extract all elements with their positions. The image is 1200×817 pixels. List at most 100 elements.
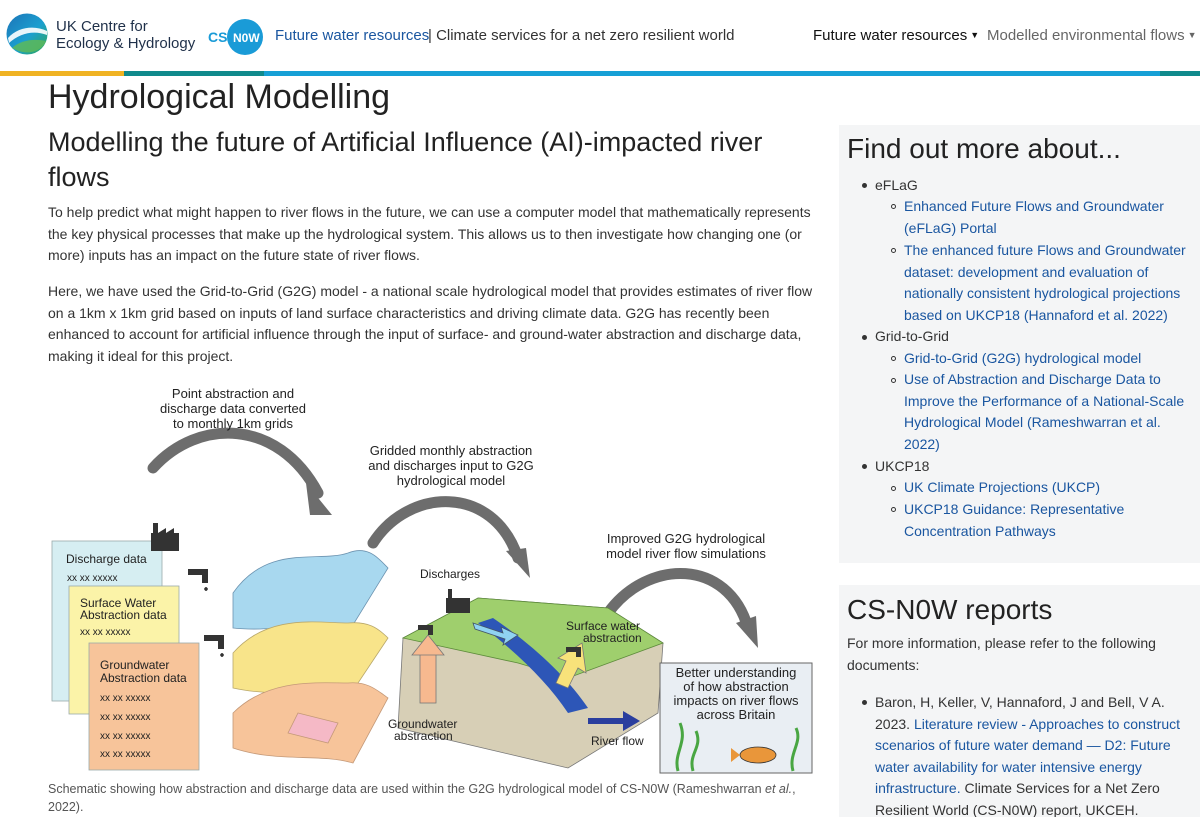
card-surface-title2: Abstraction data xyxy=(80,608,167,622)
link-line: Improve the Performance of a National-Sc… xyxy=(904,392,1185,409)
step3-line2: model river flow simulations xyxy=(606,546,766,561)
csnow-logo-icon[interactable]: CS- N0W xyxy=(207,18,265,56)
report-publisher: Climate Services for a Net Zero Resilien… xyxy=(875,780,1160,817)
step1-line2: discharge data converted xyxy=(160,401,306,416)
card-surface-title1: Surface Water xyxy=(80,596,156,610)
blue-grid-layer xyxy=(232,550,389,634)
card-ground-title2: Abstraction data xyxy=(100,671,187,685)
color-bar-blue xyxy=(264,71,1160,76)
caret-down-icon: ▼ xyxy=(970,30,980,40)
nav-label: Modelled environmental flows xyxy=(987,27,1185,44)
g2g-paragraph: Here, we have used the Grid-to-Grid (G2G… xyxy=(48,283,813,364)
link-eflag-portal[interactable]: Enhanced Future Flows and Groundwater (e… xyxy=(904,196,1164,239)
card-row: xx xx xxxxx xyxy=(100,712,151,723)
card-row: xx xx xxxxx xyxy=(67,573,118,584)
step2-line1: Gridded monthly abstraction xyxy=(370,443,533,458)
factory-icon xyxy=(446,589,470,613)
report-authors: Baron, H, Keller, V, Hannaford, J and Be… xyxy=(875,694,1165,732)
outcome-line1: Better understanding xyxy=(676,665,797,680)
circle-bullet-icon xyxy=(891,248,896,253)
intro-paragraph: To help predict what might happen to riv… xyxy=(48,204,811,263)
tap-icon xyxy=(204,635,224,657)
bullet-icon xyxy=(862,464,867,469)
reports-intro: For more information, please refer to th… xyxy=(847,635,1156,673)
reports-panel xyxy=(839,585,1200,817)
label-river-flow: River flow xyxy=(591,734,644,748)
link-line: nationally consistent hydrological proje… xyxy=(904,285,1181,301)
step3-line1: Improved G2G hydrological xyxy=(607,531,765,546)
find-out-more-title: Find out more about... xyxy=(847,133,1121,164)
site-tagline: | Climate services for a net zero resili… xyxy=(428,27,735,44)
link-g2g-model[interactable]: Grid-to-Grid (G2G) hydrological model xyxy=(904,348,1141,370)
org-name-line2: Ecology & Hydrology xyxy=(56,35,196,52)
link-line: Hydrological Model (Rameshwarran et al. xyxy=(904,414,1161,430)
link-line: The enhanced future Flows and Groundwate… xyxy=(904,242,1186,258)
svg-text:N0W: N0W xyxy=(233,31,260,45)
card-ground-title1: Groundwater xyxy=(100,658,169,672)
card-discharge-title: Discharge data xyxy=(66,552,147,566)
link-line: based on UKCP18 (Hannaford et al. 2022) xyxy=(904,306,1168,323)
nav-modelled-environmental-flows[interactable]: Modelled environmental flows▼ xyxy=(987,27,1197,44)
report-item: Baron, H, Keller, V, Hannaford, J and Be… xyxy=(862,692,1195,817)
card-row: xx xx xxxxx xyxy=(100,749,151,760)
link-line: dataset: development and evaluation of xyxy=(904,263,1149,280)
step2-line3: hydrological model xyxy=(397,473,506,488)
org-name[interactable]: UK Centre for Ecology & Hydrology xyxy=(56,18,195,52)
link-line: 2022) xyxy=(904,435,940,452)
step1-line3: to monthly 1km grids xyxy=(173,416,293,431)
card-row: xx xx xxxxx xyxy=(100,693,151,704)
caption-et-al: et al. xyxy=(765,782,793,796)
fish-icon xyxy=(739,746,777,764)
site-header: UK Centre for Ecology & Hydrology CS- N0… xyxy=(0,0,1200,72)
outcome-line2: of how abstraction xyxy=(683,679,789,694)
link-ukcp[interactable]: UK Climate Projections (UKCP) xyxy=(904,477,1100,499)
caret-down-icon: ▼ xyxy=(1187,30,1197,40)
group-label-grid-to-grid: Grid-to-Grid xyxy=(875,328,949,344)
tap-icon xyxy=(566,647,581,657)
link-line: Enhanced Future Flows and Groundwater xyxy=(904,198,1164,214)
group-label-ukcp18: UKCP18 xyxy=(875,458,930,474)
outcome-line4: across Britain xyxy=(697,707,776,722)
caption-year: , 2022). xyxy=(48,782,796,814)
site-home-link[interactable]: Future water resources xyxy=(275,27,430,44)
circle-bullet-icon xyxy=(891,204,896,209)
curved-arrow-icon xyxy=(367,496,524,564)
nav-future-water-resources[interactable]: Future water resources▼ xyxy=(813,27,979,44)
circle-bullet-icon xyxy=(891,486,896,491)
link-ukcp18-guidance[interactable]: UKCP18 Guidance: Representative Concentr… xyxy=(904,499,1124,542)
caption-text: Schematic showing how abstraction and di… xyxy=(48,782,766,796)
card-row: xx xx xxxxx xyxy=(80,627,131,638)
bullet-icon xyxy=(862,183,867,188)
circle-bullet-icon xyxy=(891,507,896,512)
link-line: UKCP18 Guidance: Representative xyxy=(904,501,1125,517)
link-line: (eFLaG) Portal xyxy=(904,219,997,236)
link-line: UK Climate Projections (UKCP) xyxy=(904,479,1101,495)
circle-bullet-icon xyxy=(891,356,896,361)
label-discharges: Discharges xyxy=(420,567,480,581)
bullet-icon xyxy=(862,700,867,705)
step2-line2: and discharges input to G2G xyxy=(368,458,534,473)
curved-arrow-icon xyxy=(147,427,324,499)
bullet-icon xyxy=(862,335,867,340)
tap-icon xyxy=(418,625,433,635)
step1-line1: Point abstraction and xyxy=(172,386,294,401)
color-bar-teal xyxy=(124,71,264,76)
ukceh-logo-icon[interactable] xyxy=(6,13,48,55)
label-surface-abs1: Surface water xyxy=(566,619,640,633)
group-label-eflag: eFLaG xyxy=(875,177,918,193)
color-bar-teal-end xyxy=(1160,71,1200,76)
link-abstraction-paper[interactable]: Use of Abstraction and Discharge Data to… xyxy=(904,369,1184,455)
svg-text:CS-: CS- xyxy=(208,29,232,45)
outcome-line3: impacts on river flows xyxy=(674,693,799,708)
g2g-schematic-figure: Point abstraction and discharge data con… xyxy=(51,386,813,774)
report-link-literature-review[interactable]: Literature review - Approaches to constr… xyxy=(875,715,1181,797)
weed-icon xyxy=(675,722,684,772)
card-row: xx xx xxxxx xyxy=(100,731,151,742)
curved-arrow-icon xyxy=(602,567,754,634)
link-eflag-dataset-paper[interactable]: The enhanced future Flows and Groundwate… xyxy=(904,240,1186,326)
link-line: Use of Abstraction and Discharge Data to xyxy=(904,371,1161,387)
label-ground-abs2: abstraction xyxy=(394,729,453,743)
circle-bullet-icon xyxy=(891,378,896,383)
label-surface-abs2: abstraction xyxy=(583,631,642,645)
link-line: Grid-to-Grid (G2G) hydrological model xyxy=(904,350,1142,366)
